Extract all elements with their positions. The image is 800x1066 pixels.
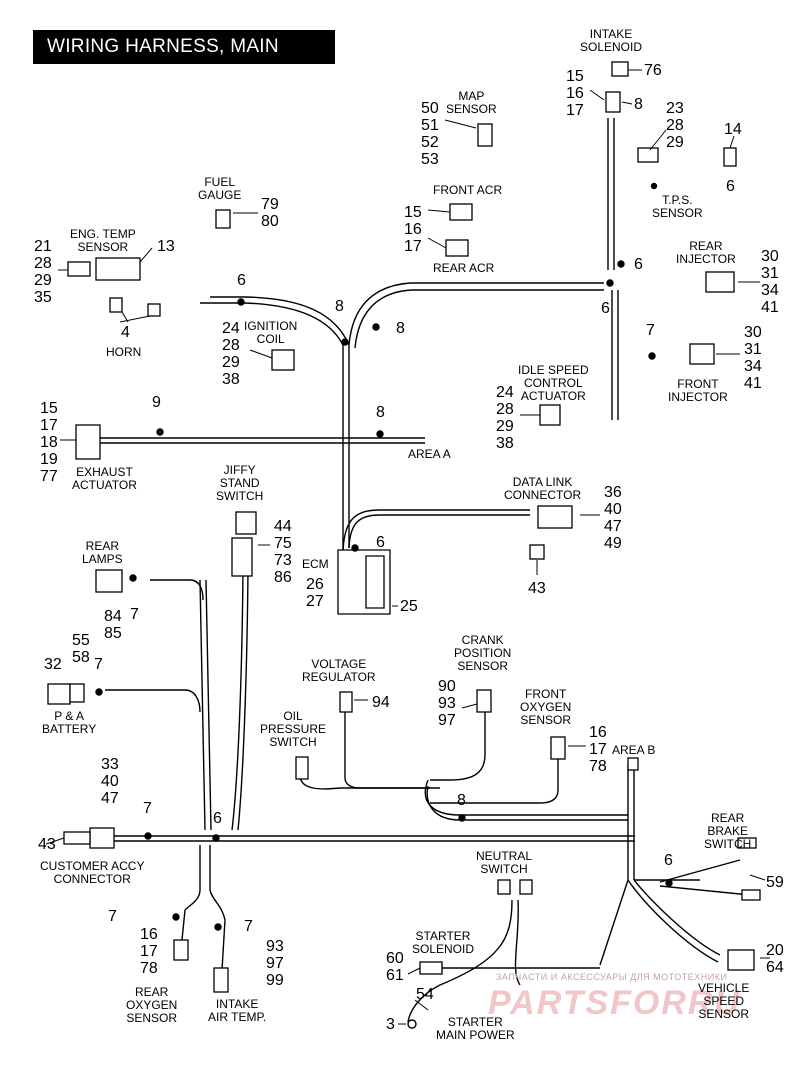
connectors bbox=[47, 61, 761, 993]
label-rear-lamps: REAR LAMPS bbox=[82, 539, 123, 566]
callout-starter-54: 54 bbox=[416, 986, 434, 1003]
callout-six-junction: 6 bbox=[601, 300, 610, 317]
label-horn: HORN bbox=[106, 345, 142, 359]
callout-front-injector-7: 7 bbox=[646, 322, 655, 339]
callout-front-oxygen-nums: 16 17 78 bbox=[589, 724, 607, 775]
label-voltage-regulator: VOLTAGE REGULATOR bbox=[302, 657, 376, 684]
label-rear-brake-switch: REAR BRAKE SWITCH bbox=[704, 811, 752, 851]
callout-starter-solenoid-nums: 60 61 bbox=[386, 950, 404, 984]
label-idle-speed-actuator: IDLE SPEED CONTROL ACTUATOR bbox=[518, 363, 589, 403]
callout-battery-32: 32 bbox=[44, 656, 62, 673]
label-map-sensor: MAP SENSOR bbox=[446, 89, 497, 116]
label-tps-sensor: T.P.S. SENSOR bbox=[652, 193, 703, 220]
label-front-oxygen-sensor: FRONT OXYGEN SENSOR bbox=[520, 687, 572, 727]
callout-data-link-nums: 36 40 47 49 bbox=[604, 484, 622, 552]
callout-exhaust-nums: 15 17 18 19 77 bbox=[40, 400, 58, 485]
callout-rear-lamps-84-85: 84 85 bbox=[104, 608, 122, 642]
callout-eight-a: 8 bbox=[335, 298, 344, 315]
callout-intake-air-nums: 93 97 99 bbox=[266, 938, 284, 989]
callout-six-accy: 6 bbox=[213, 810, 222, 827]
callout-eight-mid: 8 bbox=[457, 792, 466, 809]
callout-tps-14: 14 bbox=[724, 121, 742, 138]
label-neutral-switch: NEUTRAL SWITCH bbox=[476, 849, 533, 876]
label-jiffy-stand-switch: JIFFY STAND SWITCH bbox=[216, 463, 264, 503]
callout-acr-15-17: 15 16 17 bbox=[404, 204, 422, 255]
label-vehicle-speed-sensor: VEHICLE SPEED SENSOR bbox=[698, 981, 750, 1021]
label-fuel-gauge: FUEL GAUGE bbox=[198, 175, 242, 202]
label-starter-main-power: STARTER MAIN POWER bbox=[436, 1015, 515, 1042]
callout-data-link-43: 43 bbox=[528, 580, 546, 597]
callout-eight-area-a: 8 bbox=[376, 404, 385, 421]
label-front-acr: FRONT ACR bbox=[433, 183, 503, 197]
callout-six-fuel: 6 bbox=[237, 272, 246, 289]
label-area-b: AREA B bbox=[612, 743, 656, 757]
label-rear-acr: REAR ACR bbox=[433, 261, 495, 275]
callout-eng-13: 13 bbox=[157, 238, 175, 255]
clip-markers bbox=[95, 182, 673, 1029]
label-rear-oxygen-sensor: REAR OXYGEN SENSOR bbox=[126, 985, 178, 1025]
label-crank-position-sensor: CRANK POSITION SENSOR bbox=[454, 633, 512, 673]
label-intake-solenoid: INTAKE SOLENOID bbox=[580, 27, 643, 54]
label-data-link-connector: DATA LINK CONNECTOR bbox=[504, 475, 582, 502]
callout-nine: 9 bbox=[152, 394, 161, 411]
callout-ecm-25: 25 bbox=[400, 598, 418, 615]
callout-front-injector-nums: 30 31 34 41 bbox=[744, 324, 762, 392]
callout-rear-brake-59: 59 bbox=[766, 874, 784, 891]
label-customer-accy-connector: CUSTOMER ACCY CONNECTOR bbox=[40, 859, 145, 886]
callout-vehicle-speed-nums: 20 64 bbox=[766, 942, 784, 976]
label-oil-pressure-switch: OIL PRESSURE SWITCH bbox=[260, 709, 327, 749]
callout-accy-nums: 33 40 47 bbox=[101, 756, 119, 807]
callout-accy-7: 7 bbox=[143, 800, 152, 817]
callout-ecm-6: 6 bbox=[376, 534, 385, 551]
callout-intake-76: 76 bbox=[644, 62, 662, 79]
label-intake-air-temp: INTAKE AIR TEMP. bbox=[208, 997, 267, 1024]
label-front-injector: FRONT INJECTOR bbox=[668, 377, 728, 404]
label-rear-injector: REAR INJECTOR bbox=[676, 239, 736, 266]
label-starter-solenoid: STARTER SOLENOID bbox=[412, 929, 475, 956]
page-title: WIRING HARNESS, MAIN bbox=[33, 30, 335, 64]
callout-idle-speed-nums: 24 28 29 38 bbox=[496, 384, 514, 452]
callout-ignition-nums: 24 28 29 38 bbox=[222, 320, 240, 388]
callout-horn-4: 4 bbox=[121, 324, 130, 341]
main-trunk bbox=[100, 118, 751, 1023]
callout-voltage-regulator-94: 94 bbox=[372, 694, 390, 711]
callout-jiffy-nums: 44 75 73 86 bbox=[274, 518, 292, 586]
callout-tps-6: 6 bbox=[726, 178, 735, 195]
callout-starter-3: 3 bbox=[386, 1016, 395, 1033]
label-area-a: AREA A bbox=[408, 447, 451, 461]
label-ecm: ECM bbox=[302, 557, 329, 571]
label-exhaust-actuator: EXHAUST ACTUATOR bbox=[72, 465, 137, 492]
label-eng-temp-sensor: ENG. TEMP SENSOR bbox=[70, 227, 136, 254]
callout-rear-lamps-7: 7 bbox=[130, 606, 139, 623]
callout-battery-55-58: 55 58 bbox=[72, 632, 90, 666]
watermark-subtitle: ЗАПЧАСТИ И АКСЕССУАРЫ ДЛЯ МОТОТЕХНИКИ bbox=[496, 972, 728, 982]
callout-tps-23-29: 23 28 29 bbox=[666, 100, 684, 151]
callout-battery-7: 7 bbox=[94, 656, 103, 673]
callout-rear-brake-6: 6 bbox=[664, 852, 673, 869]
watermark-logo: PARTSFORRU bbox=[488, 984, 741, 1022]
callout-rear-oxygen-nums: 16 17 78 bbox=[140, 926, 158, 977]
callout-ecm-26-27: 26 27 bbox=[306, 576, 324, 610]
label-p-a-battery: P & A BATTERY bbox=[42, 709, 97, 736]
callout-accy-43: 43 bbox=[38, 836, 56, 853]
callout-eng-21-35: 21 28 29 35 bbox=[34, 238, 52, 306]
leader-lines bbox=[45, 69, 770, 1025]
callout-intake-15-17: 15 16 17 bbox=[566, 68, 584, 119]
label-ignition-coil: IGNITION COIL bbox=[244, 319, 298, 346]
callout-crank-nums: 90 93 97 bbox=[438, 678, 456, 729]
callout-intake-air-7: 7 bbox=[244, 918, 253, 935]
callout-intake-8: 8 bbox=[634, 96, 643, 113]
callout-rear-oxygen-7: 7 bbox=[108, 908, 117, 925]
callout-map-50-53: 50 51 52 53 bbox=[421, 100, 439, 168]
callout-rear-injector-nums: 30 31 34 41 bbox=[761, 248, 779, 316]
callout-eight-b: 8 bbox=[396, 320, 405, 337]
callout-six-top-right: 6 bbox=[634, 256, 643, 273]
callout-fuel-79-80: 79 80 bbox=[261, 196, 279, 230]
